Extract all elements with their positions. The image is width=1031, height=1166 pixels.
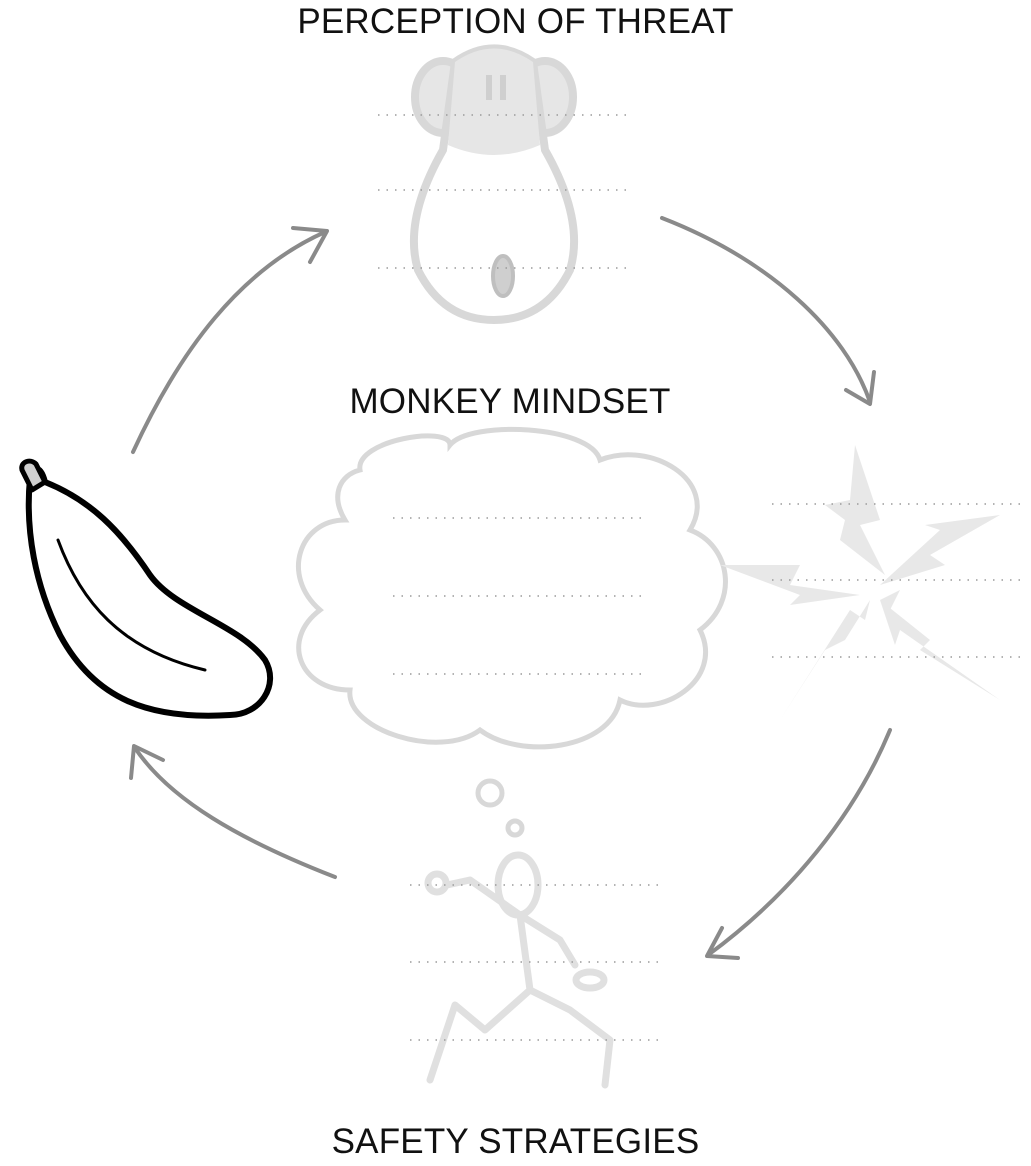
monkey-face-icon <box>414 49 574 321</box>
monkey-mindset-label: MONKEY MINDSET <box>300 382 720 422</box>
perception-of-threat-label: PERCEPTION OF THREAT <box>0 2 1031 42</box>
thought-cloud-icon <box>298 429 725 835</box>
arrow-explosion-to-safety <box>707 730 890 958</box>
explosion-icon <box>720 445 1000 720</box>
arrow-safety-to-banana <box>131 746 335 877</box>
safety-strategies-label: SAFETY STRATEGIES <box>0 1122 1031 1162</box>
running-figure-icon <box>428 855 610 1085</box>
arrow-threat-to-explosion <box>662 218 874 404</box>
arrow-banana-to-threat <box>133 228 327 452</box>
banana-icon <box>22 461 270 716</box>
